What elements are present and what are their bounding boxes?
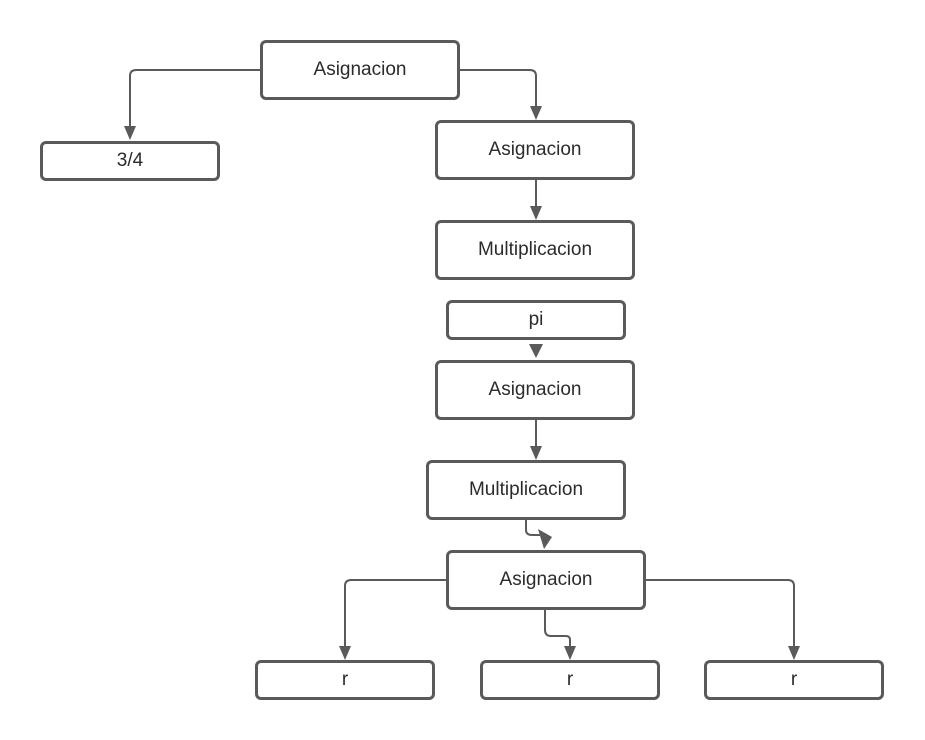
- edge-n8-n9: [339, 579, 446, 660]
- node-asignacion-4: Asignacion: [446, 550, 646, 610]
- node-r-left: r: [255, 660, 435, 700]
- node-multiplicacion-2: Multiplicacion: [426, 460, 626, 520]
- node-asignacion-root: Asignacion: [260, 40, 460, 100]
- edge-n1-n2: [124, 69, 260, 140]
- node-multiplicacion-1: Multiplicacion: [435, 220, 635, 280]
- node-r-middle: r: [480, 660, 660, 700]
- node-r-right: r: [704, 660, 884, 700]
- node-asignacion-2: Asignacion: [435, 120, 635, 180]
- edge-n8-n10: [544, 610, 576, 660]
- edge-n6-n7: [530, 420, 542, 460]
- node-asignacion-3: Asignacion: [435, 360, 635, 420]
- node-fraction: 3/4: [40, 141, 220, 181]
- edge-n7-n8: [525, 520, 552, 549]
- node-pi: pi: [446, 300, 626, 340]
- edge-n1-n3: [460, 69, 542, 120]
- edge-n5-n6: [529, 344, 543, 358]
- edge-n8-n11: [645, 579, 800, 660]
- edge-n3-n4: [530, 180, 542, 220]
